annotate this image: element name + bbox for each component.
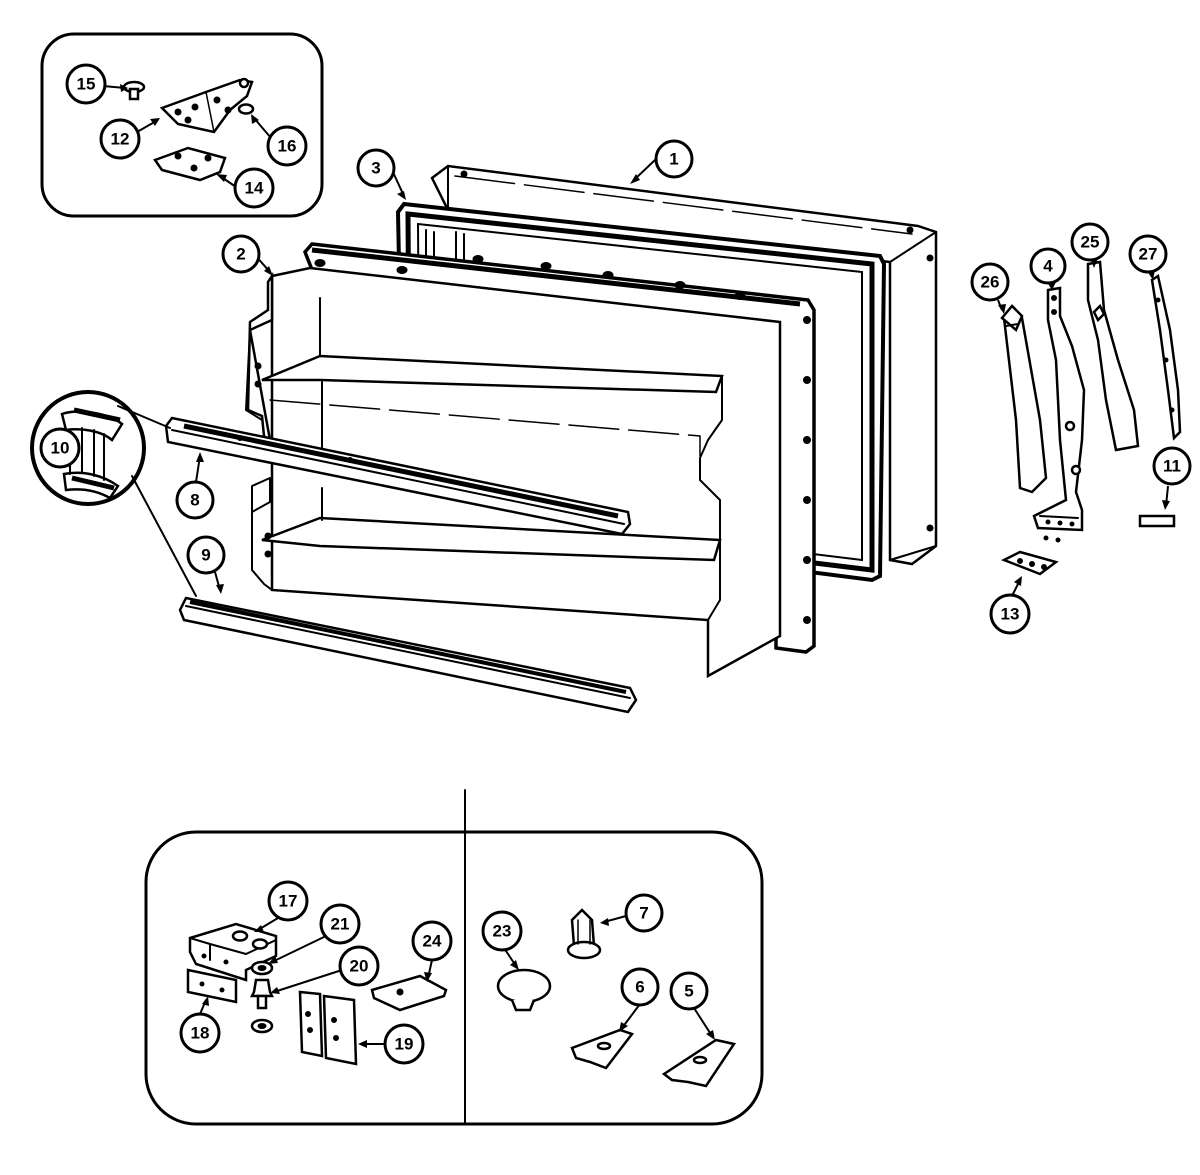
part-7-plug [566,908,602,960]
part-25-handle-trim [1086,260,1140,452]
callout-15: 15 [65,63,107,105]
callout-label: 6 [635,978,644,997]
callout-label: 11 [1163,457,1181,476]
callout-4: 4 [1029,247,1067,285]
callout-25: 25 [1070,222,1110,262]
callout-26: 26 [970,262,1010,302]
callout-label: 5 [684,982,693,1001]
callout-6: 6 [620,967,660,1007]
part-20-pin [249,978,275,1034]
handle-parts [997,258,1182,597]
callout-24: 24 [411,920,453,962]
part-15-screw [122,80,146,101]
callout-8: 8 [175,480,215,520]
callout-19: 19 [383,1023,425,1065]
callout-label: 3 [371,159,380,178]
part-12-hinge [159,77,254,134]
part-13-plate [1000,550,1059,576]
callout-label: 18 [191,1024,210,1043]
callout-label: 27 [1139,245,1158,264]
inset-bottom-parts [144,789,764,1126]
callout-12: 12 [99,118,141,160]
callout-label: 9 [201,546,210,565]
inset-top-hinge-parts [40,32,324,218]
part-14-plate [153,146,227,182]
callout-label: 24 [423,932,442,951]
callout-2: 2 [221,234,261,274]
callout-7: 7 [624,893,664,933]
callout-label: 13 [1001,605,1020,624]
callout-23: 23 [481,910,523,952]
part-18-shim [186,968,238,1004]
callout-label: 26 [981,273,1000,292]
callout-10: 10 [39,427,81,469]
callout-27: 27 [1128,234,1168,274]
part-6-clip [570,1028,635,1070]
callout-label: 17 [279,892,298,911]
callout-label: 16 [278,137,297,156]
callout-label: 7 [639,904,648,923]
callout-label: 21 [331,915,350,934]
callout-3: 3 [356,148,396,188]
callout-21: 21 [319,903,361,945]
callout-label: 25 [1081,233,1100,252]
part-17-hinge-bracket [188,922,278,982]
callout-label: 20 [350,957,369,976]
part-9-lower-rail [178,596,638,714]
callout-14: 14 [233,167,275,209]
callout-label: 10 [51,439,70,458]
callout-label: 8 [190,491,199,510]
callout-5: 5 [669,971,709,1011]
callout-13: 13 [989,593,1031,635]
part-2-door-liner [245,242,816,679]
part-16-washer [237,103,255,115]
part-21-washer [250,960,274,976]
callout-label: 12 [111,130,130,149]
part-27-handle-strip [1150,273,1182,441]
callout-17: 17 [267,880,309,922]
callout-label: 4 [1043,257,1053,276]
door-assembly [30,159,938,714]
part-26-handle-cover [1000,304,1048,494]
callout-label: 14 [245,179,264,198]
callout-label: 2 [236,245,245,264]
callout-label: 23 [493,922,512,941]
callout-16: 16 [266,125,308,167]
callout-9: 9 [186,535,226,575]
callout-20: 20 [338,945,380,987]
part-24-bracket [370,974,448,1012]
callout-18: 18 [179,1012,221,1054]
callout-label: 1 [669,150,678,169]
part-19-hinge-leaf [298,990,358,1066]
part-8-upper-rail [164,416,632,536]
callout-11: 11 [1152,446,1192,486]
part-11-insert [1138,514,1176,528]
part-23-cap [496,968,552,1012]
part-5-clip [661,1038,737,1088]
part-4-handle [1032,286,1086,543]
callout-label: 15 [77,75,96,94]
callout-1: 1 [654,139,694,179]
callout-label: 19 [395,1035,414,1054]
